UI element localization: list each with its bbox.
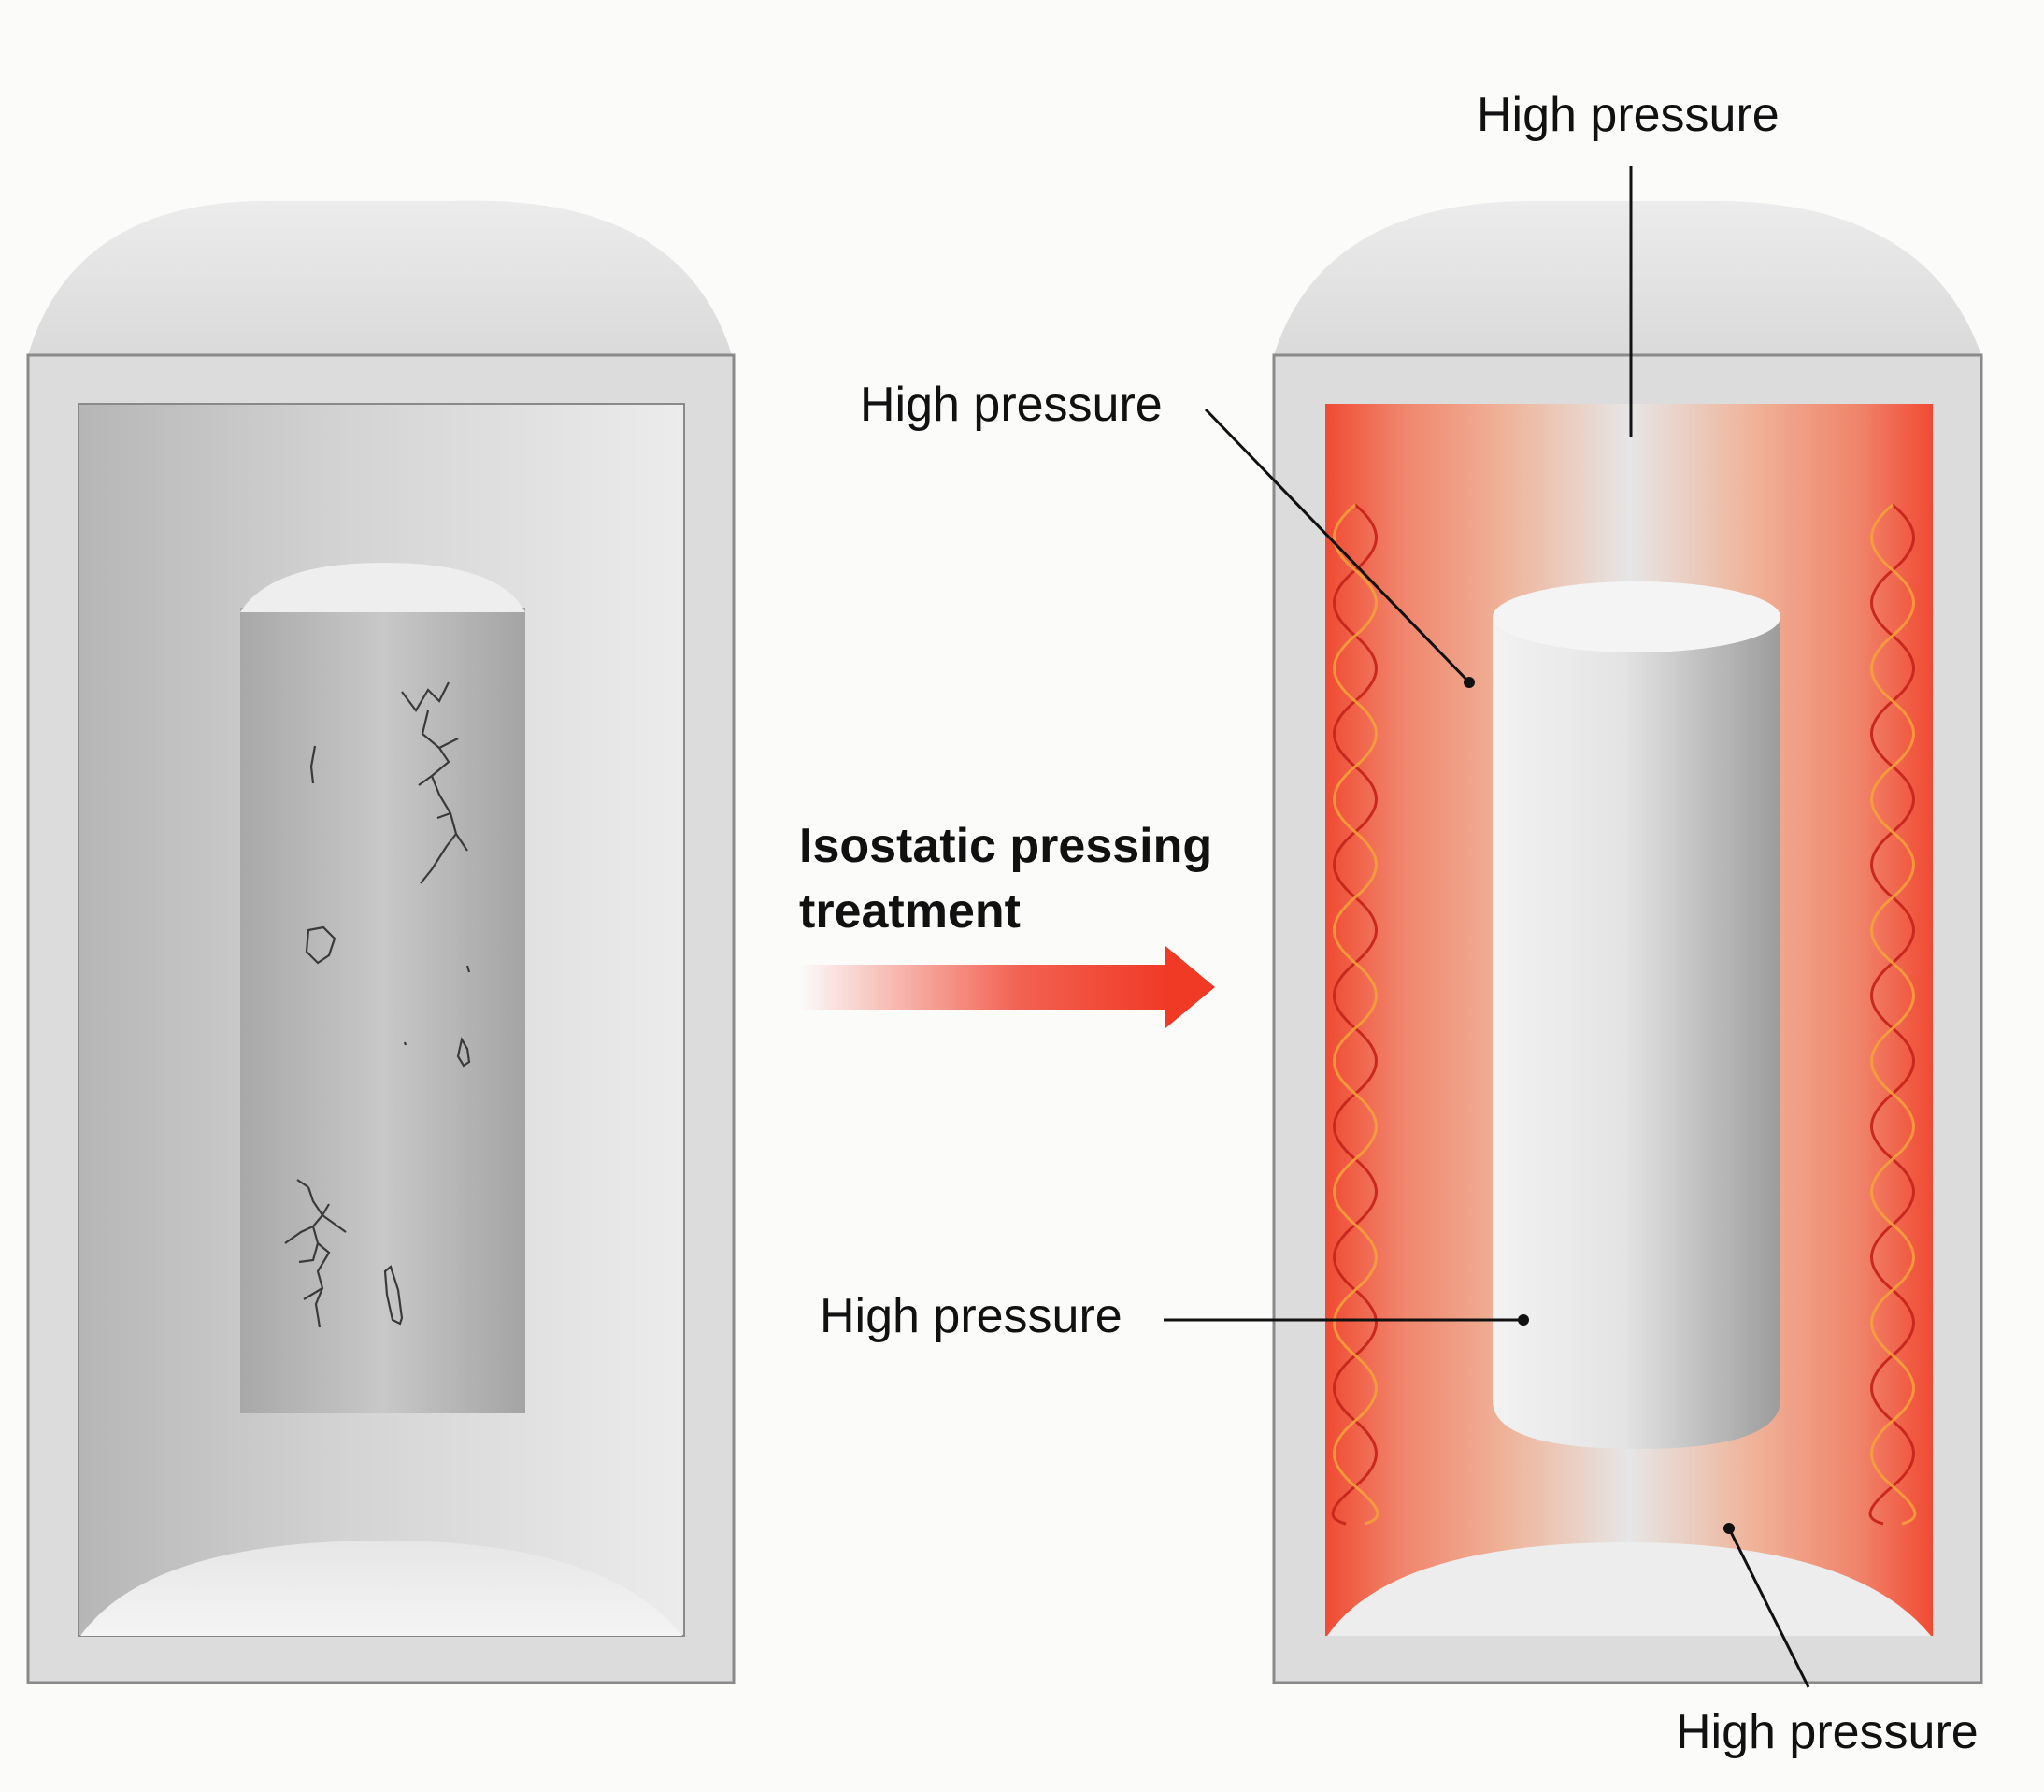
dense-cylinder-top — [1493, 581, 1780, 652]
crack — [383, 1265, 404, 1326]
vessel-before-top-dome — [28, 200, 732, 355]
cracked-cylinder — [240, 563, 525, 1413]
vessel-before — [26, 200, 736, 1684]
leader-line-upper-left — [1204, 408, 1471, 684]
heating-coil-right-b — [1870, 503, 1917, 1526]
vessel-after-top-dome — [1274, 200, 1981, 355]
vessel-after-bottom-dome — [1327, 1542, 1931, 1636]
crack — [309, 745, 317, 784]
cracked-cylinder-body — [240, 608, 525, 1413]
dense-cylinder — [1493, 581, 1780, 1449]
crack — [456, 1037, 471, 1068]
label-high-pressure-bottom: High pressure — [1676, 1705, 1979, 1759]
crack — [284, 1179, 347, 1328]
process-arrow-shaft — [799, 965, 1168, 1010]
leader-dot-upper-left — [1464, 677, 1475, 688]
crack — [305, 925, 336, 965]
dense-cylinder-body — [1493, 617, 1780, 1449]
heating-coil-right — [1868, 503, 1917, 1526]
process-arrow-group: Isostatic pressing treatment — [799, 819, 1215, 1028]
process-label-line1: Isostatic pressing — [799, 819, 1212, 873]
heating-coil-left-b — [1333, 503, 1379, 1526]
label-high-pressure-middle: High pressure — [820, 1289, 1122, 1343]
vessel-after — [1272, 200, 1983, 1684]
process-arrow-head — [1165, 946, 1215, 1028]
cracked-cylinder-top — [240, 563, 525, 612]
leader-dot-bottom — [1723, 1523, 1735, 1534]
leader-line-bottom — [1727, 1527, 1810, 1688]
pressure-annotations: High pressure High pressure High pressur… — [820, 88, 1979, 1759]
vessel-before-bottom-dome — [80, 1541, 682, 1636]
crack — [465, 965, 471, 973]
cracks — [284, 681, 471, 1328]
label-high-pressure-upper-left: High pressure — [860, 378, 1163, 432]
label-high-pressure-top: High pressure — [1477, 88, 1780, 142]
leader-dot-middle — [1518, 1314, 1529, 1326]
crack — [403, 1041, 407, 1046]
process-label-line2: treatment — [799, 884, 1021, 939]
heating-coil-left — [1331, 503, 1379, 1526]
crack — [401, 681, 468, 884]
